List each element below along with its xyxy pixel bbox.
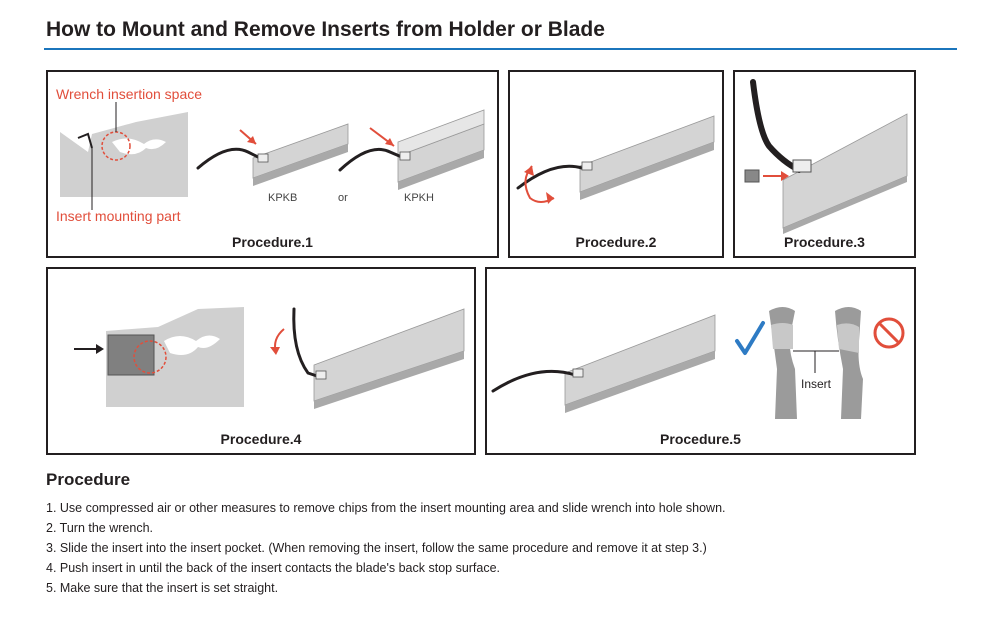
procedure-3-illustration bbox=[744, 79, 908, 234]
procedure-steps: 1. Use compressed air or other measures … bbox=[46, 498, 726, 598]
procedure-5-panel: Insert Procedure.5 bbox=[485, 267, 916, 455]
insert-label: Insert bbox=[801, 377, 832, 391]
procedure-4-panel: Procedure.4 bbox=[46, 267, 476, 455]
procedure-step: 4. Push insert in until the back of the … bbox=[46, 561, 501, 575]
procedure-step: 3. Slide the insert into the insert pock… bbox=[46, 541, 707, 555]
procedure-5-caption: Procedure.5 bbox=[660, 431, 741, 447]
procedure-1-caption: Procedure.1 bbox=[232, 234, 313, 250]
procedure-5-illustration bbox=[491, 307, 905, 419]
procedure-3-caption: Procedure.3 bbox=[784, 234, 865, 250]
procedure-1-illustration bbox=[60, 102, 485, 210]
insert-mounting-part-label: Insert mounting part bbox=[56, 208, 181, 224]
procedure-4-caption: Procedure.4 bbox=[220, 431, 302, 447]
procedure-2-illustration bbox=[516, 115, 715, 204]
wrench-insertion-space-label: Wrench insertion space bbox=[56, 86, 203, 102]
procedure-3-panel: Procedure.3 bbox=[733, 70, 916, 258]
procedure-2-caption: Procedure.2 bbox=[575, 234, 657, 250]
page-title: How to Mount and Remove Inserts from Hol… bbox=[46, 18, 605, 41]
check-icon bbox=[735, 321, 765, 355]
procedure-1-panel: Wrench insertion space Insert mounting p… bbox=[46, 70, 499, 258]
title-underline bbox=[44, 48, 957, 50]
procedure-2-panel: Procedure.2 bbox=[508, 70, 724, 258]
prohibited-icon bbox=[873, 317, 905, 349]
procedure-heading: Procedure bbox=[46, 470, 131, 489]
insert-position-highlight bbox=[133, 340, 167, 374]
kpkh-label: KPKH bbox=[404, 192, 434, 204]
kpkb-label: KPKB bbox=[268, 192, 298, 204]
procedure-step: 1. Use compressed air or other measures … bbox=[46, 501, 726, 515]
procedure-step: 2. Turn the wrench. bbox=[46, 521, 154, 535]
procedure-step: 5. Make sure that the insert is set stra… bbox=[46, 581, 279, 595]
or-label: or bbox=[338, 192, 348, 204]
procedure-4-illustration bbox=[74, 307, 465, 409]
